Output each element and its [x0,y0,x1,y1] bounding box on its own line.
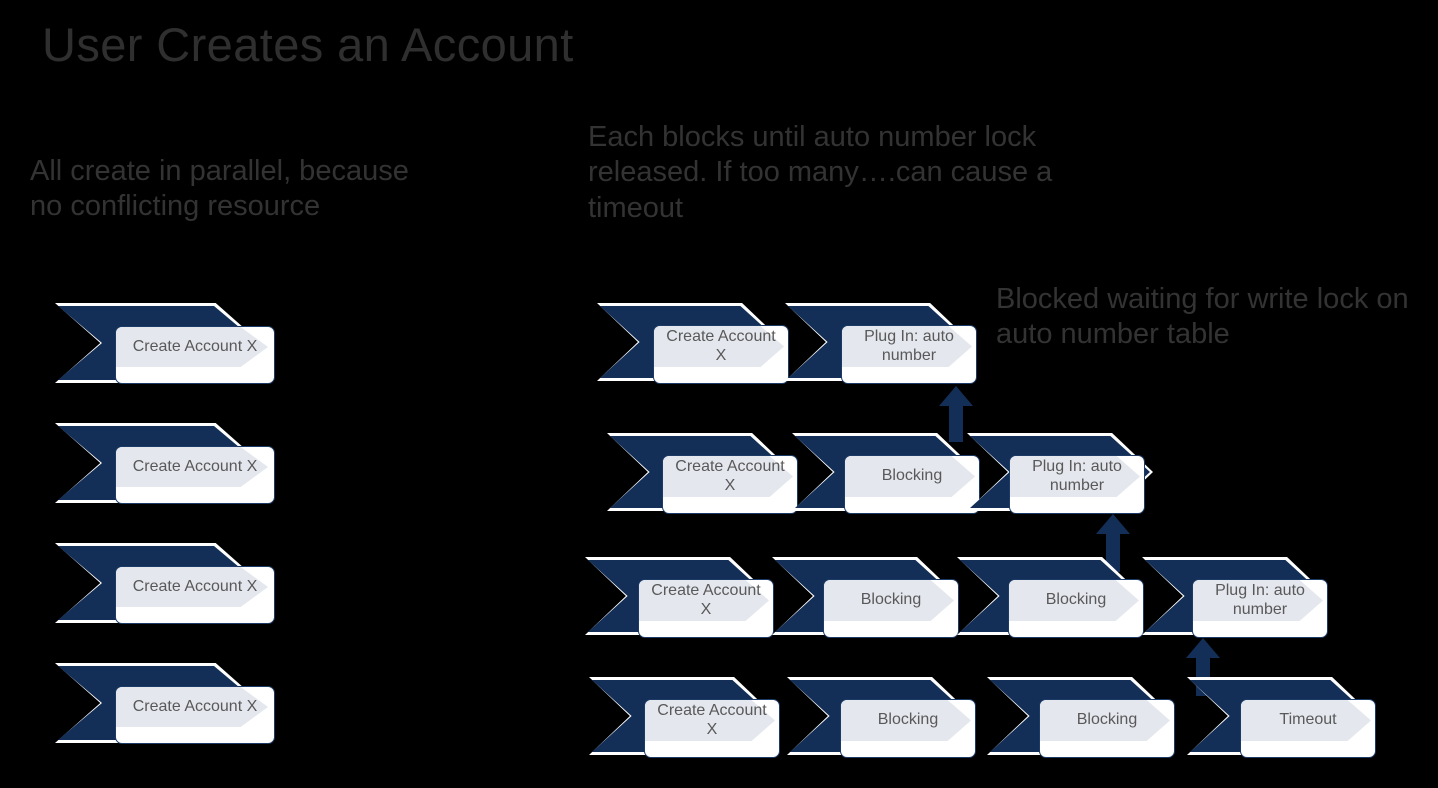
card-band [116,327,268,367]
step-label: Create Account X [657,701,767,738]
step-card[interactable]: Create Account X [115,326,275,384]
step-label: Create Account X [651,581,761,618]
step-label: Create Account X [132,697,258,715]
step-label: Create Account X [675,457,785,494]
step-label: Create Account X [132,337,258,355]
step-card[interactable]: Create Account X [115,686,275,744]
step-label: Blocking [860,591,922,609]
arrow-head [1096,514,1130,534]
card-band [639,580,769,621]
step-label: Blocking [1045,591,1107,609]
arrow-row2-to-row1-icon [938,386,974,442]
step-card[interactable]: Blocking [844,455,980,514]
card-band [645,700,775,741]
step-card[interactable]: Create Account X [115,446,275,504]
step-card[interactable]: Plug In: auto number [1009,455,1145,514]
step-card[interactable]: Blocking [840,699,976,758]
note-each-blocks-until-lock-released: Each blocks until auto number lock relea… [588,121,1053,224]
page-title: User Creates an Account [42,18,574,71]
arrow-row3-to-row2-icon [1095,514,1131,572]
step-label: Plug In: auto number [864,327,954,364]
card-band [824,580,954,621]
arrow-head [1186,638,1220,658]
card-band [1193,580,1323,621]
step-card[interactable]: Blocking [1008,579,1144,638]
card-band [845,456,975,497]
step-label: Create Account X [132,577,258,595]
step-card[interactable]: Plug In: auto number [841,325,977,384]
step-label: Blocking [1076,711,1138,729]
step-card[interactable]: Create Account X [638,579,774,638]
step-label: Plug In: auto number [1215,581,1305,618]
card-band [1010,456,1140,497]
arrow-shaft [1106,533,1120,572]
card-band [116,447,268,487]
card-band [842,326,972,367]
step-card[interactable]: Create Account X [662,455,798,514]
step-card[interactable]: Create Account X [115,566,275,624]
step-label: Blocking [877,711,939,729]
card-band [1009,580,1139,621]
note-blocked-waiting-for-write-lock: Blocked waiting for write lock on auto n… [996,283,1409,351]
arrow-shaft [949,405,963,442]
card-band [654,326,784,367]
step-label: Plug In: auto number [1032,457,1122,494]
card-band [116,687,268,727]
step-label: Create Account X [132,457,258,475]
card-band [1040,700,1170,741]
step-card[interactable]: Timeout [1240,699,1376,758]
step-card[interactable]: Create Account X [653,325,789,384]
step-card[interactable]: Blocking [823,579,959,638]
step-card[interactable]: Blocking [1039,699,1175,758]
arrow-head [939,386,973,406]
step-label: Timeout [1279,711,1337,729]
step-card[interactable]: Plug In: auto number [1192,579,1328,638]
card-band [663,456,793,497]
step-label: Create Account X [666,327,776,364]
step-label: Blocking [881,467,943,485]
card-band [1241,700,1371,741]
card-band [841,700,971,741]
step-card[interactable]: Create Account X [644,699,780,758]
note-all-create-in-parallel: All create in parallel, because no confl… [30,155,409,223]
card-band [116,567,268,607]
